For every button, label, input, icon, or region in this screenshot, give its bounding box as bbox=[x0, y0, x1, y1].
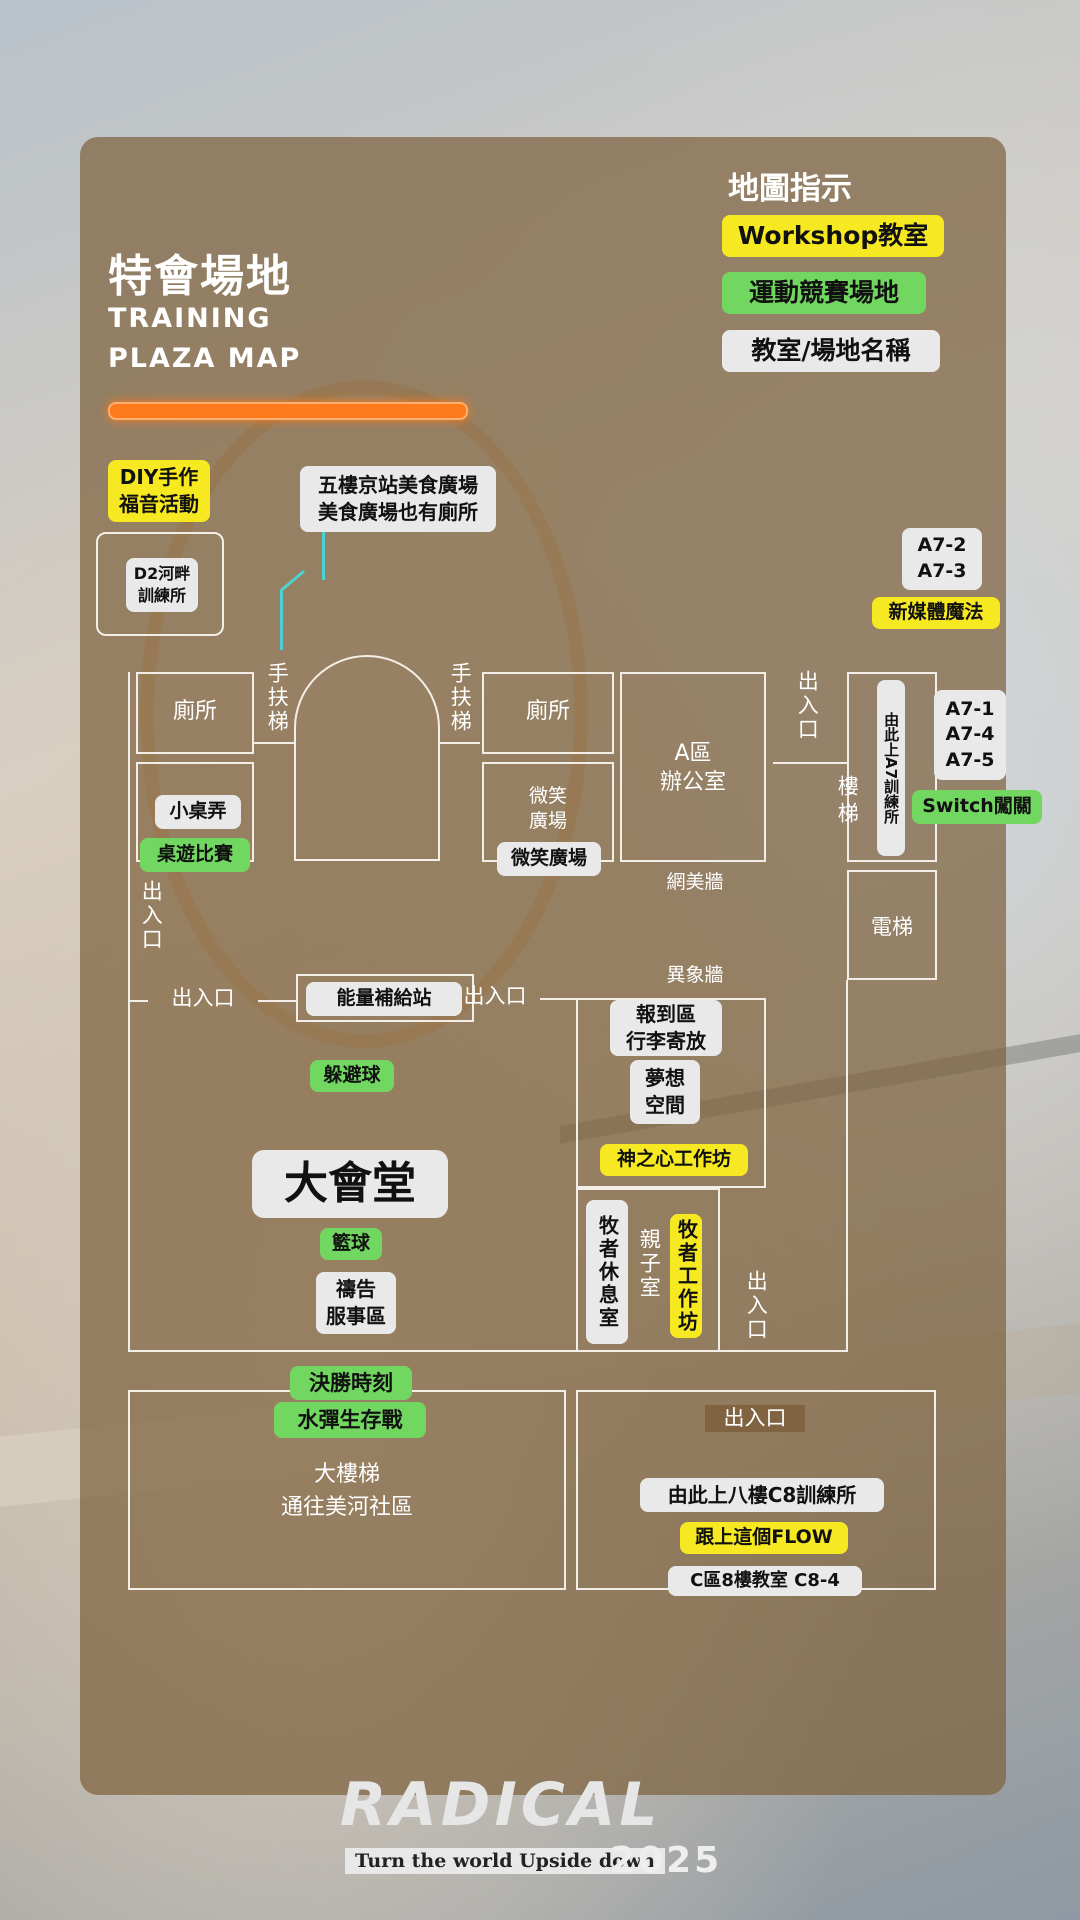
exit-left-h-label: 出入口 bbox=[171, 986, 235, 1010]
exit-mid-label: 出入口 bbox=[795, 670, 820, 742]
a7-right-tag: A7-1 A7-4 A7-5 bbox=[934, 690, 1006, 780]
elevator-label: 電梯 bbox=[871, 915, 913, 939]
wall-left-lower bbox=[128, 982, 130, 1352]
year-label: 2025 bbox=[610, 1840, 723, 1881]
tagline: Turn the world Upside down bbox=[345, 1848, 665, 1874]
hall-top-line-1 bbox=[128, 1000, 148, 1002]
page-title: 特會場地 bbox=[108, 251, 292, 302]
exit-center-h-label: 出入口 bbox=[463, 984, 527, 1008]
food-court-pointer-2 bbox=[280, 590, 283, 650]
smile-tag: 微笑廣場 bbox=[497, 842, 601, 876]
toilet-right-label: 廁所 bbox=[525, 699, 570, 724]
final-moment-tag: 決勝時刻 bbox=[290, 1366, 412, 1400]
page-subtitle-line1: TRAINING bbox=[108, 303, 272, 334]
escalator-right-line bbox=[440, 742, 480, 744]
toilet-left-label: 廁所 bbox=[172, 699, 217, 724]
diy-workshop-tag: DIY手作 福音活動 bbox=[108, 460, 210, 522]
exit-left-vert-label: 出入口 bbox=[139, 880, 164, 952]
checkin-tag: 報到區 行李寄放 bbox=[610, 1000, 722, 1056]
a-office-label: A區 辦公室 bbox=[659, 741, 726, 795]
basketball-tag: 籃球 bbox=[320, 1228, 382, 1260]
xiaozhuo-tag: 小桌弄 bbox=[155, 795, 241, 829]
energy-tag: 能量補給站 bbox=[306, 982, 462, 1016]
energy-room bbox=[296, 974, 474, 1022]
flow-tag: 跟上這個FLOW bbox=[680, 1522, 848, 1554]
escalator-left-line bbox=[254, 742, 294, 744]
a7-top-tag: A7-2 A7-3 bbox=[902, 528, 982, 590]
exit-right-vert-label: 出入口 bbox=[744, 1270, 769, 1342]
dream-tag: 夢想 空間 bbox=[630, 1060, 700, 1124]
c8-room-tag: C區8樓教室 C8-4 bbox=[668, 1566, 862, 1596]
elevator-room bbox=[847, 870, 937, 980]
legend-sports: 運動競賽場地 bbox=[722, 272, 926, 314]
a7-path-tag: 由此上A7訓練所 bbox=[877, 680, 905, 856]
hall-top-line-2 bbox=[258, 1000, 298, 1002]
parent-child-label: 親子室 bbox=[637, 1228, 662, 1300]
hall-tag: 大會堂 bbox=[252, 1150, 448, 1218]
c8-path-tag: 由此上八樓C8訓練所 bbox=[640, 1478, 884, 1512]
legend-title: 地圖指示 bbox=[728, 171, 852, 207]
board-game-tag: 桌遊比賽 bbox=[140, 838, 250, 872]
food-court-tag: 五樓京站美食廣場 美食廣場也有廁所 bbox=[300, 466, 496, 532]
exit-mid-line bbox=[773, 762, 847, 764]
pastor-rest-tag: 牧者休息室 bbox=[586, 1200, 628, 1344]
radical-logo: RADICAL bbox=[340, 1770, 662, 1840]
net-wall-label: 網美牆 bbox=[666, 871, 724, 893]
wall-left bbox=[128, 672, 130, 982]
big-stairs-label: 大樓梯 通往美河社區 bbox=[280, 1462, 413, 1520]
smile-room-label: 微笑 廣場 bbox=[528, 785, 567, 832]
legend-room-name: 教室/場地名稱 bbox=[722, 330, 940, 372]
food-court-pointer bbox=[322, 532, 325, 580]
prayer-tag: 禱告 服事區 bbox=[316, 1272, 396, 1334]
hall-bottom-line bbox=[128, 1350, 848, 1352]
pastor-workshop-tag: 牧者工作坊 bbox=[670, 1214, 702, 1338]
page-subtitle-line2: PLAZA MAP bbox=[108, 343, 302, 374]
checkin-dream-room bbox=[576, 998, 766, 1188]
a-office-room bbox=[620, 672, 766, 862]
hall-inner-wall bbox=[576, 1188, 578, 1352]
god-heart-tag: 神之心工作坊 bbox=[600, 1144, 748, 1176]
stairs-label: 樓梯 bbox=[835, 775, 860, 829]
title-accent-bar bbox=[108, 402, 468, 420]
wall-right bbox=[846, 980, 848, 1350]
escalator-right-label: 手扶梯 bbox=[448, 662, 473, 734]
escalator-arch bbox=[294, 655, 440, 861]
d2-room bbox=[96, 532, 224, 636]
strange-wall-label: 異象牆 bbox=[666, 964, 724, 986]
toilet-right-room bbox=[482, 672, 614, 754]
exit-bottom-label: 出入口 bbox=[705, 1405, 805, 1433]
toilet-left-room bbox=[136, 672, 254, 754]
new-media-tag: 新媒體魔法 bbox=[872, 597, 1000, 629]
d2-room-tag: D2河畔 訓練所 bbox=[126, 558, 198, 612]
switch-tag: Switch闖關 bbox=[912, 790, 1042, 824]
water-battle-tag: 水彈生存戰 bbox=[274, 1402, 426, 1438]
legend-workshop: Workshop教室 bbox=[722, 215, 944, 257]
dodgeball-tag: 躲避球 bbox=[310, 1060, 394, 1092]
escalator-left-label: 手扶梯 bbox=[265, 662, 290, 734]
